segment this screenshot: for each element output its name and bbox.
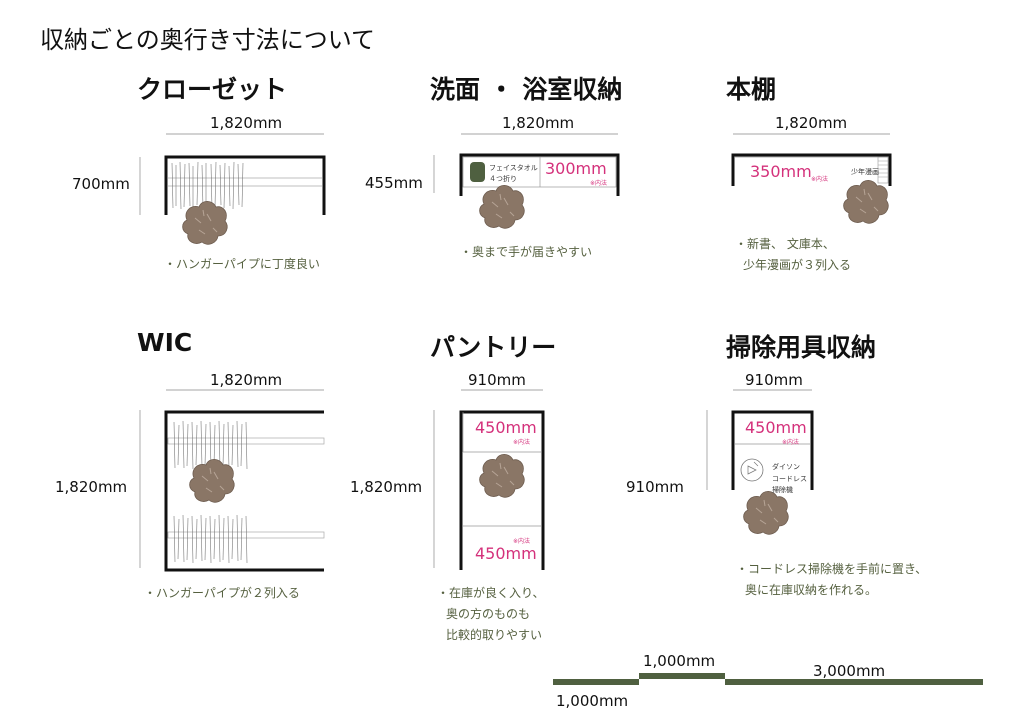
pantry-bottom-inner-depth: 450mm <box>475 544 537 563</box>
pantry-top-inner-note: ※内法 <box>513 439 531 446</box>
towel-label: フェイスタオル <box>489 164 538 172</box>
bookshelf-width-label: 1,820mm <box>775 114 848 132</box>
cleaning-note-2: 奥に在庫収納を作れる。 <box>745 583 878 597</box>
cleaner-label: 掃除機 <box>772 486 793 494</box>
wic-note: ・ハンガーパイプが２列入る <box>144 586 300 600</box>
pantry-plan <box>433 389 545 570</box>
closet-depth-label: 700mm <box>72 175 130 193</box>
pantry-bottom-inner-note: ※内法 <box>513 538 531 545</box>
cleaning-depth-label: 910mm <box>626 478 684 496</box>
washroom-width-label: 1,820mm <box>502 114 575 132</box>
cleaning-width-label: 910mm <box>745 371 803 389</box>
closet-plan <box>139 133 326 245</box>
pantry-note-1: ・在庫が良く入り、 <box>437 586 545 600</box>
bookshelf-inner-note: ※内法 <box>811 176 829 183</box>
closet-title: クローゼット <box>137 75 288 104</box>
towel-fold-label: ４つ折り <box>489 175 517 183</box>
pantry-top-inner-depth: 450mm <box>475 418 537 437</box>
pantry-depth-label: 1,820mm <box>350 478 423 496</box>
bookshelf-inner-depth: 350mm <box>750 162 812 181</box>
cleaning-title: 掃除用具収納 <box>726 333 877 362</box>
scale-label-c: 3,000mm <box>813 662 886 680</box>
pantry-note-3: 比較的取りやすい <box>446 628 543 642</box>
bookshelf-title: 本棚 <box>726 75 777 104</box>
pantry-title: パントリー <box>430 333 557 362</box>
closet-note: ・ハンガーパイプに丁度良い <box>164 257 320 271</box>
bookshelf-note-1: ・新書、 文庫本、 <box>735 237 835 251</box>
cleaning-inner-depth: 450mm <box>745 418 807 437</box>
cordless-label: コードレス <box>772 475 807 483</box>
cleaning-note-1: ・コードレス掃除機を手前に置き、 <box>736 562 928 576</box>
scale-bar <box>553 673 983 685</box>
pantry-note-2: 奥の方のものも <box>446 607 531 621</box>
pantry-width-label: 910mm <box>468 371 526 389</box>
washroom-inner-depth: 300mm <box>545 159 607 178</box>
washroom-note: ・奥まで手が届きやすい <box>460 245 593 259</box>
wic-width-label: 1,820mm <box>210 371 283 389</box>
manga-label: 少年漫画 <box>851 168 879 176</box>
washroom-depth-label: 455mm <box>365 174 423 192</box>
bookshelf-note-2: 少年漫画が３列入る <box>743 258 852 272</box>
scale-label-b: 1,000mm <box>643 652 716 670</box>
dyson-label: ダイソン <box>772 463 800 471</box>
washroom-plan <box>433 133 620 229</box>
page-title: 収納ごとの奥行き寸法について <box>40 26 376 54</box>
bookshelf-plan <box>731 133 892 224</box>
cleaning-inner-note: ※内法 <box>782 439 800 446</box>
cleaning-plan <box>706 389 814 535</box>
washroom-inner-note: ※内法 <box>590 180 608 187</box>
washroom-title: 洗面 ・ 浴室収納 <box>430 75 623 104</box>
wic-plan <box>139 389 325 572</box>
scale-label-a: 1,000mm <box>556 692 629 710</box>
wic-depth-label: 1,820mm <box>55 478 128 496</box>
closet-width-label: 1,820mm <box>210 114 283 132</box>
wic-title: WIC <box>137 328 193 357</box>
